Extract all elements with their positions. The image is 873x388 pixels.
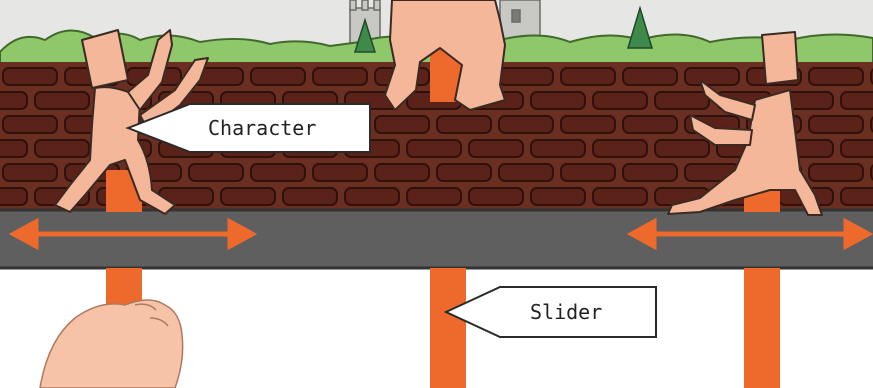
brick bbox=[622, 67, 678, 86]
brick bbox=[654, 91, 710, 110]
brick bbox=[282, 187, 338, 206]
brick bbox=[530, 139, 586, 158]
road bbox=[0, 210, 873, 268]
slider-stick-right[interactable] bbox=[744, 268, 780, 388]
character-figure-right bbox=[667, 31, 823, 216]
brick bbox=[0, 139, 28, 158]
brick bbox=[406, 187, 462, 206]
slider-label: Slider bbox=[530, 300, 602, 324]
brick bbox=[34, 139, 90, 158]
brick bbox=[684, 67, 740, 86]
brick bbox=[498, 67, 554, 86]
brick bbox=[560, 115, 616, 134]
brick bbox=[374, 163, 430, 182]
brick bbox=[654, 139, 710, 158]
brick bbox=[188, 163, 244, 182]
brick bbox=[0, 187, 28, 206]
brick bbox=[2, 67, 58, 86]
brick bbox=[312, 163, 368, 182]
double-arrow-icon-right bbox=[626, 217, 873, 251]
character-callout: Character bbox=[125, 103, 371, 153]
brick bbox=[622, 115, 678, 134]
brick bbox=[2, 163, 58, 182]
slider-callout: Slider bbox=[443, 286, 657, 338]
brick bbox=[530, 187, 586, 206]
brick bbox=[592, 139, 648, 158]
brick bbox=[0, 91, 28, 110]
brick bbox=[808, 163, 864, 182]
slider-stick-center[interactable] bbox=[430, 268, 466, 388]
brick bbox=[344, 187, 400, 206]
brick bbox=[840, 91, 873, 110]
brick bbox=[840, 187, 873, 206]
brick bbox=[250, 163, 306, 182]
brick bbox=[374, 115, 430, 134]
brick bbox=[436, 163, 492, 182]
brick bbox=[250, 67, 306, 86]
hand-icon bbox=[39, 299, 184, 388]
brick bbox=[498, 163, 554, 182]
brick bbox=[468, 187, 524, 206]
brick bbox=[530, 91, 586, 110]
brick bbox=[622, 163, 678, 182]
brick bbox=[2, 115, 58, 134]
character-figure-top bbox=[384, 0, 506, 111]
brick bbox=[498, 115, 554, 134]
brick bbox=[220, 187, 276, 206]
brick bbox=[592, 91, 648, 110]
character-label: Character bbox=[208, 116, 316, 140]
brick bbox=[312, 67, 368, 86]
brick bbox=[592, 187, 648, 206]
brick bbox=[34, 91, 90, 110]
brick bbox=[808, 115, 864, 134]
brick bbox=[468, 139, 524, 158]
brick bbox=[436, 115, 492, 134]
double-arrow-icon-left bbox=[8, 217, 258, 251]
brick bbox=[560, 67, 616, 86]
brick bbox=[406, 139, 462, 158]
brick bbox=[840, 139, 873, 158]
brick bbox=[808, 67, 864, 86]
tree-icon bbox=[353, 5, 654, 53]
brick bbox=[560, 163, 616, 182]
